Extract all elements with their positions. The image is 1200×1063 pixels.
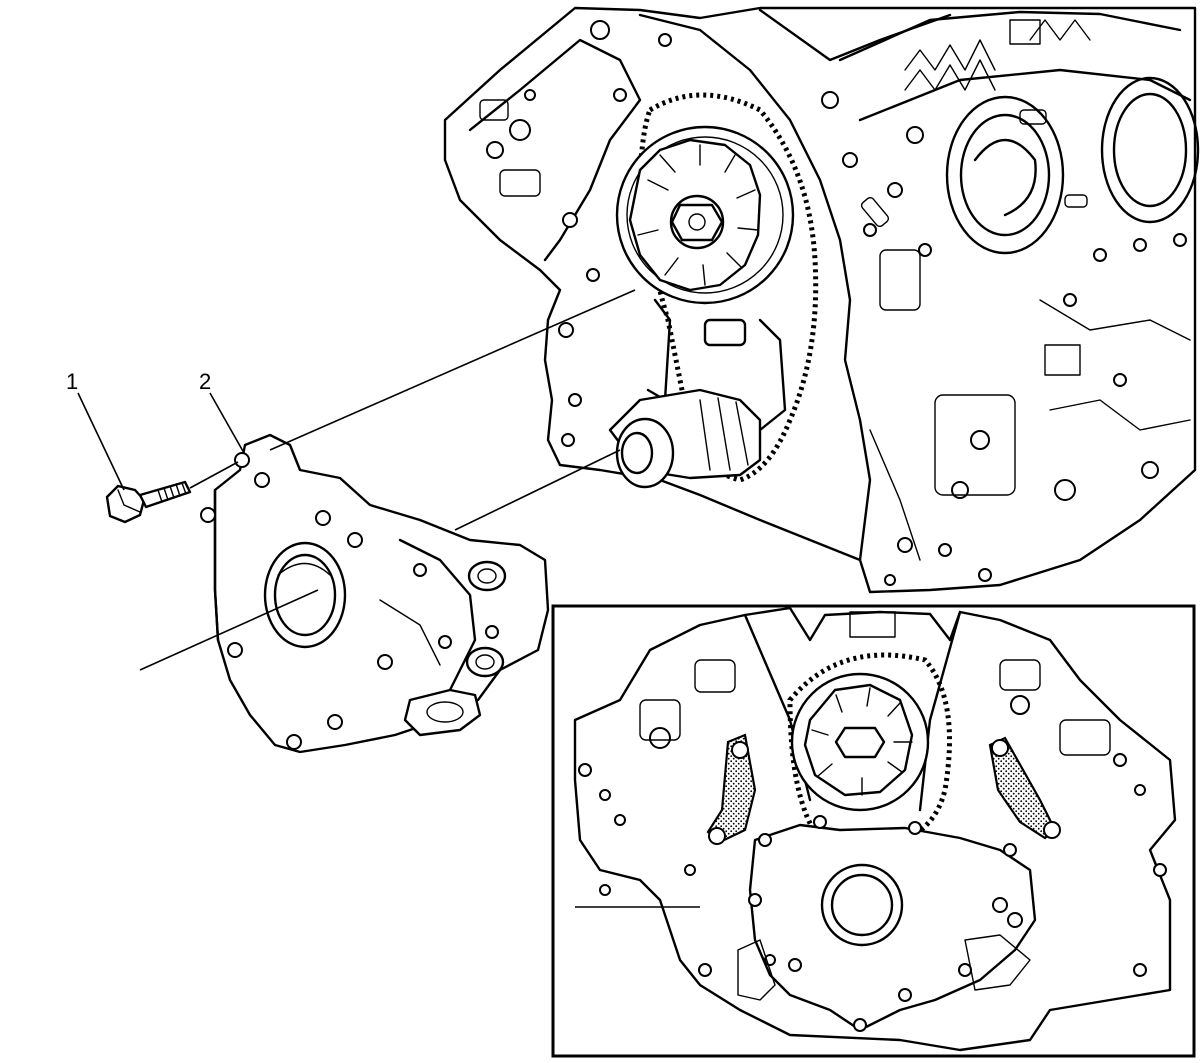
- callout-1-label: 1: [66, 369, 78, 394]
- oil-pump-illustration: [200, 433, 550, 754]
- callout-2: 2: [199, 369, 245, 454]
- engine-block-illustration: [443, 6, 1200, 594]
- callout-1: 1: [66, 369, 125, 491]
- alignment-lines: [139, 289, 700, 908]
- installed-view-inset: [551, 604, 1196, 1058]
- bolt-illustration: [105, 480, 192, 524]
- callout-2-label: 2: [199, 369, 211, 394]
